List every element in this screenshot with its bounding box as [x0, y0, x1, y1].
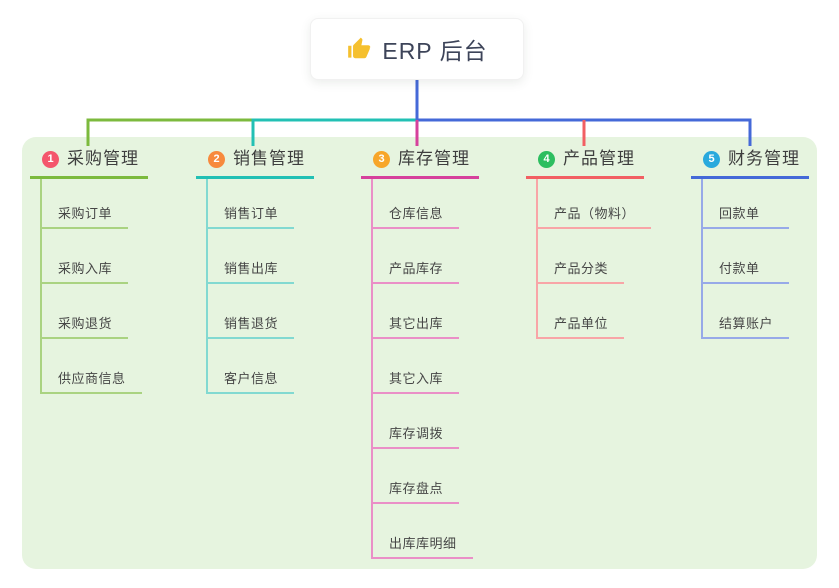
- branch-heading-label: 采购管理: [67, 149, 139, 168]
- child-node-label: 出库库明细: [389, 536, 457, 551]
- branch-heading-label: 销售管理: [233, 149, 305, 168]
- child-node-label: 结算账户: [719, 316, 774, 331]
- branch-number-badge: 1: [42, 150, 59, 168]
- branch-children: 回款单付款单结算账户: [701, 179, 790, 339]
- branch-children: 销售订单销售出库销售退货客户信息: [206, 179, 295, 394]
- branch-heading-label: 产品管理: [563, 149, 635, 168]
- branch-heading-2[interactable]: 2 销售管理: [196, 147, 314, 179]
- child-node-label: 供应商信息: [58, 371, 126, 386]
- child-node-label: 库存盘点: [389, 481, 444, 496]
- child-node[interactable]: 销售订单: [208, 179, 295, 229]
- branch-children: 采购订单采购入库采购退货供应商信息: [40, 179, 142, 394]
- branch-5: 5 财务管理回款单付款单结算账户: [691, 147, 809, 339]
- child-node-label: 销售退货: [224, 316, 279, 331]
- child-node-label: 其它出库: [389, 316, 444, 331]
- child-node[interactable]: 回款单: [703, 179, 789, 229]
- child-node-label: 产品库存: [389, 261, 444, 276]
- child-node[interactable]: 客户信息: [208, 339, 295, 394]
- child-node[interactable]: 销售出库: [208, 229, 295, 284]
- child-node[interactable]: 产品库存: [373, 229, 460, 284]
- child-node-label: 采购订单: [58, 206, 113, 221]
- branch-heading-3[interactable]: 3 库存管理: [361, 147, 479, 179]
- child-node[interactable]: 仓库信息: [373, 179, 460, 229]
- branch-heading-label: 财务管理: [728, 149, 800, 168]
- branch-heading-1[interactable]: 1 采购管理: [30, 147, 148, 179]
- branch-3: 3 库存管理仓库信息产品库存其它出库其它入库库存调拨库存盘点出库库明细: [361, 147, 479, 559]
- child-node-label: 回款单: [719, 206, 760, 221]
- child-node-label: 产品（物料）: [554, 206, 636, 221]
- branch-4: 4 产品管理产品（物料） 产品分类产品单位: [526, 147, 652, 339]
- branch-children: 仓库信息产品库存其它出库其它入库库存调拨库存盘点出库库明细: [371, 179, 473, 559]
- child-node-label: 产品分类: [554, 261, 609, 276]
- child-node-label: 采购入库: [58, 261, 113, 276]
- branch-1: 1 采购管理采购订单采购入库采购退货供应商信息: [30, 147, 148, 394]
- branch-number-badge: 5: [703, 150, 720, 168]
- child-node-label: 其它入库: [389, 371, 444, 386]
- root-node-label: ERP 后台: [382, 38, 488, 64]
- child-node-label: 销售出库: [224, 261, 279, 276]
- branch-heading-label: 库存管理: [398, 149, 470, 168]
- child-node-label: 仓库信息: [389, 206, 444, 221]
- child-node-label: 库存调拨: [389, 426, 444, 441]
- child-node[interactable]: 出库库明细: [373, 504, 473, 559]
- child-node[interactable]: 库存调拨: [373, 394, 460, 449]
- thumbs-up-icon: [348, 37, 371, 59]
- child-node-label: 产品单位: [554, 316, 609, 331]
- child-node-label: 采购退货: [58, 316, 113, 331]
- child-node[interactable]: 付款单: [703, 229, 789, 284]
- child-node[interactable]: 销售退货: [208, 284, 295, 339]
- branch-children: 产品（物料） 产品分类产品单位: [536, 179, 652, 339]
- branches-panel: [22, 137, 817, 569]
- child-node[interactable]: 采购入库: [42, 229, 129, 284]
- branch-number-badge: 3: [373, 150, 390, 168]
- child-node[interactable]: 其它入库: [373, 339, 460, 394]
- child-node[interactable]: 结算账户: [703, 284, 790, 339]
- child-node[interactable]: 其它出库: [373, 284, 460, 339]
- child-node-label: 客户信息: [224, 371, 279, 386]
- child-node[interactable]: 采购退货: [42, 284, 129, 339]
- branch-heading-4[interactable]: 4 产品管理: [526, 147, 644, 179]
- child-node[interactable]: 库存盘点: [373, 449, 460, 504]
- child-node[interactable]: 供应商信息: [42, 339, 142, 394]
- branch-number-badge: 4: [538, 150, 555, 168]
- root-node-erp[interactable]: ERP 后台: [310, 18, 524, 80]
- child-node-label: 付款单: [719, 261, 760, 276]
- child-node-label: 销售订单: [224, 206, 279, 221]
- child-node[interactable]: 采购订单: [42, 179, 129, 229]
- branch-heading-5[interactable]: 5 财务管理: [691, 147, 809, 179]
- branch-2: 2 销售管理销售订单销售出库销售退货客户信息: [196, 147, 314, 394]
- child-node[interactable]: 产品分类: [538, 229, 625, 284]
- branch-number-badge: 2: [208, 150, 225, 168]
- child-node[interactable]: 产品（物料）: [538, 179, 652, 229]
- child-node[interactable]: 产品单位: [538, 284, 625, 339]
